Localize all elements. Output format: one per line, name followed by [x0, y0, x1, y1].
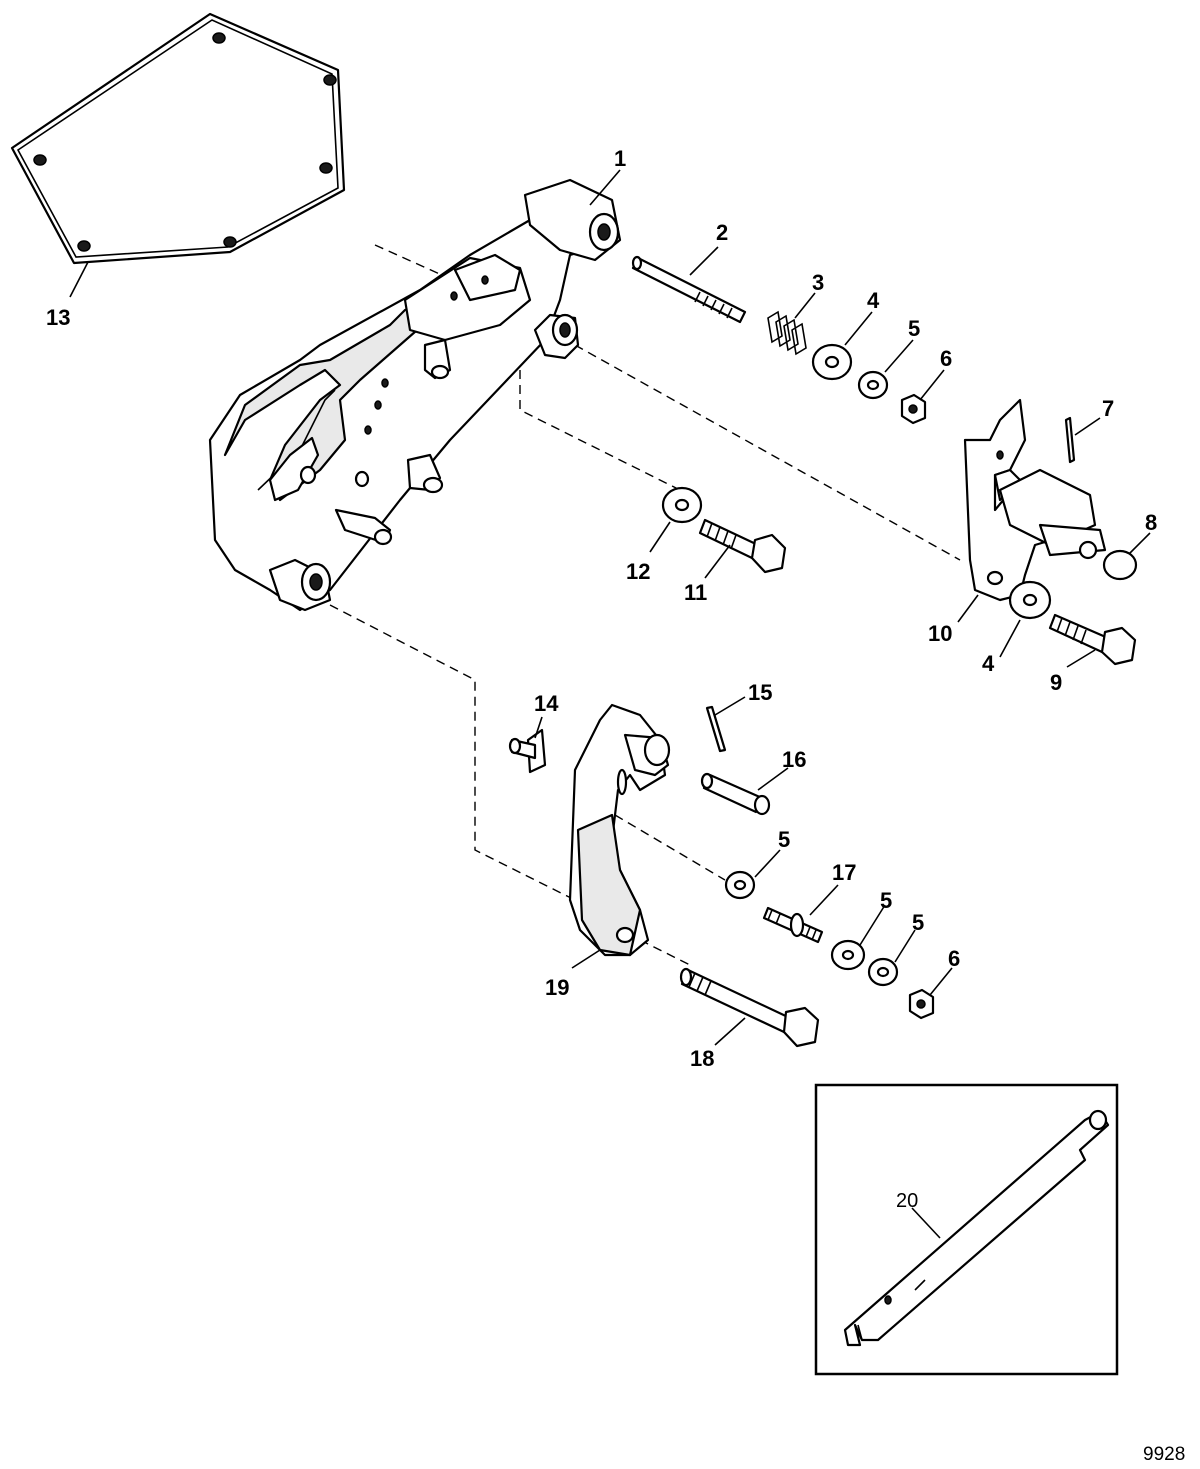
callout-19: 19: [545, 975, 569, 1000]
bolt-18: [679, 967, 820, 1048]
pin-16: [700, 772, 771, 816]
callout-4-lower: 4: [982, 651, 995, 676]
nut-6-lower: [908, 988, 935, 1020]
washer-4-lower: [1008, 580, 1052, 620]
stud-2: [631, 255, 747, 324]
lever-10: [963, 398, 1107, 602]
callout-5-lower-a: 5: [778, 827, 790, 852]
callout-9: 9: [1050, 670, 1062, 695]
callout-4-top: 4: [867, 288, 880, 313]
callout-7: 7: [1102, 396, 1114, 421]
callout-20: 20: [896, 1190, 918, 1212]
callout-18: 18: [690, 1046, 714, 1071]
callout-8: 8: [1145, 510, 1157, 535]
washer-12: [661, 486, 703, 524]
gasket-plate: [10, 12, 346, 265]
figure-id: 9928: [1143, 1444, 1185, 1465]
callout-11: 11: [684, 580, 707, 605]
callout-2: 2: [716, 220, 728, 245]
rod-20: [843, 1109, 1110, 1347]
washer-5-lower-a: [724, 870, 756, 900]
callout-12: 12: [626, 559, 650, 584]
callout-labels: 1 2 3 4 5 6 7 8 10 4 9 12 11 13 14 15 16…: [46, 146, 1157, 1212]
leader-lines: [69, 169, 1151, 1239]
callout-6-top: 6: [940, 346, 952, 371]
arm-19: [568, 703, 671, 957]
callout-15: 15: [748, 680, 772, 705]
washer-5-top: [857, 370, 889, 400]
washer-5-lower-c: [867, 957, 899, 987]
callout-5-lower-c: 5: [912, 910, 924, 935]
callout-10: 10: [928, 621, 952, 646]
cotter-pin-7: [1064, 416, 1076, 464]
callout-14: 14: [534, 691, 559, 716]
cotter-pin-15: [705, 705, 727, 753]
stud-17: [762, 906, 824, 944]
cap-8: [1102, 549, 1138, 581]
callout-6-lower: 6: [948, 946, 960, 971]
callout-13: 13: [46, 305, 70, 330]
clip-14: [508, 728, 547, 774]
callout-5-lower-b: 5: [880, 888, 892, 913]
callout-17: 17: [832, 860, 856, 885]
main-bracket: [208, 178, 622, 612]
callout-5-top: 5: [908, 316, 920, 341]
inset-panel: [814, 1083, 1119, 1376]
callout-1: 1: [614, 146, 626, 171]
bolt-11: [698, 518, 787, 574]
callout-3: 3: [812, 270, 824, 295]
spring-3: [767, 310, 807, 356]
washer-5-lower-b: [830, 939, 866, 971]
washer-4-top: [811, 343, 853, 381]
callout-16: 16: [782, 747, 806, 772]
bolt-9: [1048, 613, 1137, 666]
nut-6-top: [900, 393, 927, 425]
